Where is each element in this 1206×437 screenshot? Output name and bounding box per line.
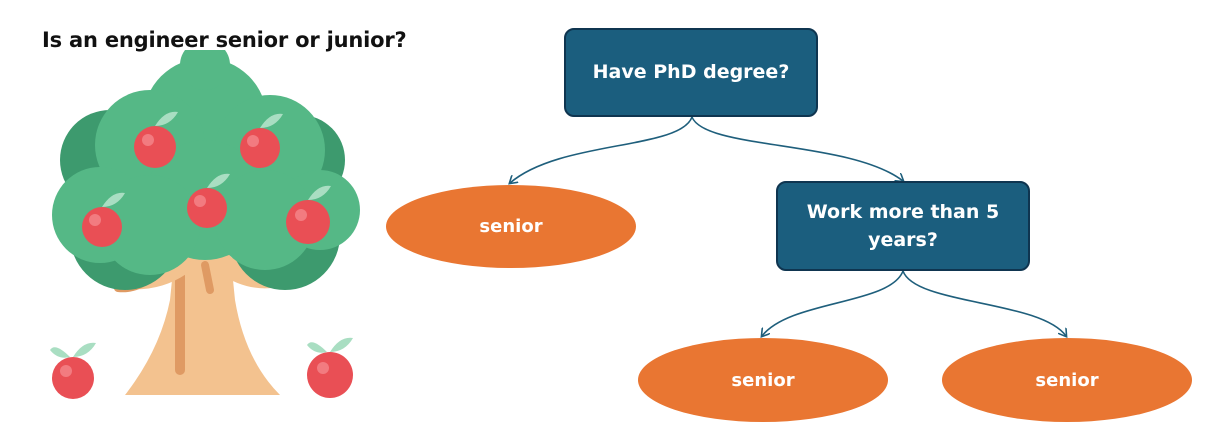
leaf-node-senior-right-label: senior	[1035, 369, 1099, 391]
leaf-node-senior-left-label: senior	[479, 216, 543, 237]
edge-inner-to-left-leaf	[762, 270, 904, 336]
decision-node-phd: Have PhD degree?	[564, 28, 818, 117]
leaf-node-senior-middle-label: senior	[731, 369, 795, 391]
decision-node-phd-label: Have PhD degree?	[592, 61, 790, 84]
edge-root-to-left-leaf	[510, 116, 693, 183]
decision-node-experience-label: Work more than 5 years?	[806, 200, 1000, 252]
edge-root-to-inner	[691, 116, 903, 181]
edge-inner-to-right-leaf	[902, 270, 1066, 336]
decision-node-experience: Work more than 5 years?	[776, 181, 1030, 271]
leaf-node-senior-right: senior	[942, 338, 1192, 422]
leaf-node-senior-left: senior	[386, 185, 636, 268]
leaf-node-senior-middle: senior	[638, 338, 888, 422]
page-title: Is an engineer senior or junior?	[42, 28, 407, 52]
apple-tree-icon	[50, 50, 360, 399]
